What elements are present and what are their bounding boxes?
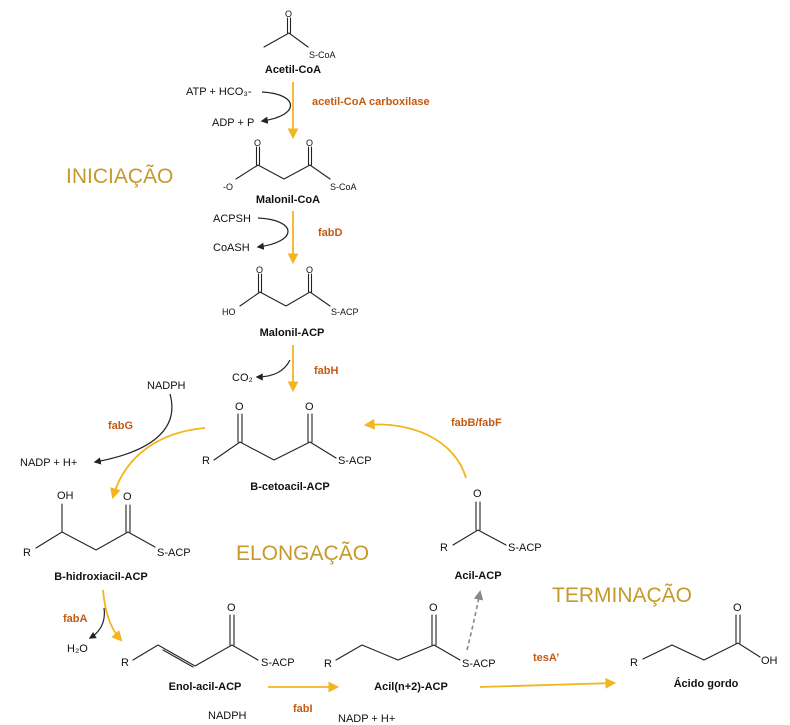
enzyme-tesa: tesA’: [533, 652, 559, 664]
phase-initiation: INICIAÇÃO: [66, 164, 173, 188]
atom-label: HO: [222, 307, 236, 317]
enzyme-fabbf: fabB/fabF: [451, 417, 502, 429]
atom-label: O: [254, 138, 261, 148]
atom-label: O: [473, 488, 482, 500]
phase-elongation: ELONGAÇÃO: [236, 541, 369, 565]
enzyme-faba: fabA: [63, 613, 88, 625]
compound-enoyl-acp: Enol-acil-ACP: [169, 681, 242, 693]
cofactor-arrow-acpsh: [256, 217, 289, 250]
atom-label: S-ACP: [508, 542, 542, 554]
cofactor-adp: ADP + P: [212, 117, 254, 129]
atom-label: S-ACP: [462, 658, 496, 670]
cofactor-nadp-fabg: NADP + H+: [20, 457, 77, 469]
cofactor-arrow-nadph: [93, 393, 173, 465]
enzyme-fabi: fabI: [293, 703, 313, 715]
cofactor-arrow-h2o: [88, 607, 105, 639]
atom-label: S-ACP: [157, 547, 191, 559]
atom-label: S-CoA: [330, 182, 357, 192]
acetyl-coa-structure: O S-CoA: [263, 9, 336, 60]
atom-label: R: [202, 455, 210, 467]
enzyme-fabg: fabG: [108, 420, 133, 432]
cofactor-nadph-fabi: NADPH: [208, 710, 247, 722]
cofactor-h2o: H₂O: [67, 643, 88, 655]
atom-label: O: [123, 491, 132, 503]
atom-label: O: [306, 138, 313, 148]
phase-termination: TERMINAÇÃO: [552, 583, 692, 607]
enzyme-fabh: fabH: [314, 365, 339, 377]
recycle-arrow-dashed: [466, 590, 484, 651]
hydroxyacyl-acp-structure: OH O R S-ACP: [23, 490, 191, 559]
enzyme-accase: acetil-CoA carboxilase: [312, 96, 430, 108]
compound-hydroxyacyl-acp: B-hidroxiacil-ACP: [54, 571, 148, 583]
compound-malonyl-acp: Malonil-ACP: [260, 327, 325, 339]
fatty-acid-structure: O R OH: [630, 602, 778, 669]
atom-label: R: [440, 542, 448, 554]
ketoacyl-acp-structure: O O R S-ACP: [202, 401, 372, 467]
compound-acetyl-coa: Acetil-CoA: [265, 64, 321, 76]
atom-label: OH: [57, 490, 74, 502]
atom-label: O: [227, 602, 236, 614]
atom-label: O: [306, 265, 313, 275]
atom-label: -O: [223, 182, 233, 192]
compound-malonyl-coa: Malonil-CoA: [256, 194, 320, 206]
cofactor-arrow-atp: [260, 91, 292, 124]
enoyl-acp-structure: O R S-ACP: [121, 602, 295, 669]
compound-fatty-acid: Ácido gordo: [674, 677, 739, 690]
reaction-arrow-fabbf: [363, 418, 467, 479]
cofactor-atp: ATP + HCO₃-: [186, 86, 252, 98]
compound-acyl-acp: Acil-ACP: [454, 570, 501, 582]
acyl-n2-acp-structure: O R S-ACP: [324, 602, 496, 670]
atom-label: R: [23, 547, 31, 559]
reaction-arrow-fabg: [110, 427, 206, 500]
atom-label: OH: [761, 655, 778, 667]
cofactor-arrow-co2: [255, 359, 291, 381]
atom-label: O: [256, 265, 263, 275]
reaction-arrow-tesa: [479, 677, 617, 689]
atom-label: O: [305, 401, 314, 413]
cofactor-co2: CO₂: [232, 372, 253, 384]
cofactor-coash: CoASH: [213, 242, 250, 254]
atom-label: S-CoA: [309, 50, 336, 60]
atom-label: S-ACP: [331, 307, 359, 317]
atom-label: O: [235, 401, 244, 413]
atom-label: O: [429, 602, 438, 614]
atom-label: R: [324, 658, 332, 670]
reaction-arrow-faba: [102, 589, 123, 642]
atom-label: O: [285, 9, 292, 19]
atom-label: R: [630, 657, 638, 669]
atom-label: R: [121, 657, 129, 669]
malonyl-coa-structure: O O -O S-CoA: [223, 138, 357, 192]
atom-label: S-ACP: [261, 657, 295, 669]
cofactor-nadp-fabi: NADP + H+: [338, 713, 395, 725]
cofactor-acpsh: ACPSH: [213, 213, 251, 225]
compound-acyl-n2-acp: Acil(n+2)-ACP: [374, 681, 448, 693]
enzyme-fabd: fabD: [318, 227, 343, 239]
acyl-acp-structure: O R S-ACP: [440, 488, 542, 554]
compound-ketoacyl-acp: B-cetoacil-ACP: [250, 481, 329, 493]
atom-label: O: [733, 602, 742, 614]
malonyl-acp-structure: O O HO S-ACP: [222, 265, 359, 317]
cofactor-nadph-fabg: NADPH: [147, 380, 186, 392]
atom-label: S-ACP: [338, 455, 372, 467]
